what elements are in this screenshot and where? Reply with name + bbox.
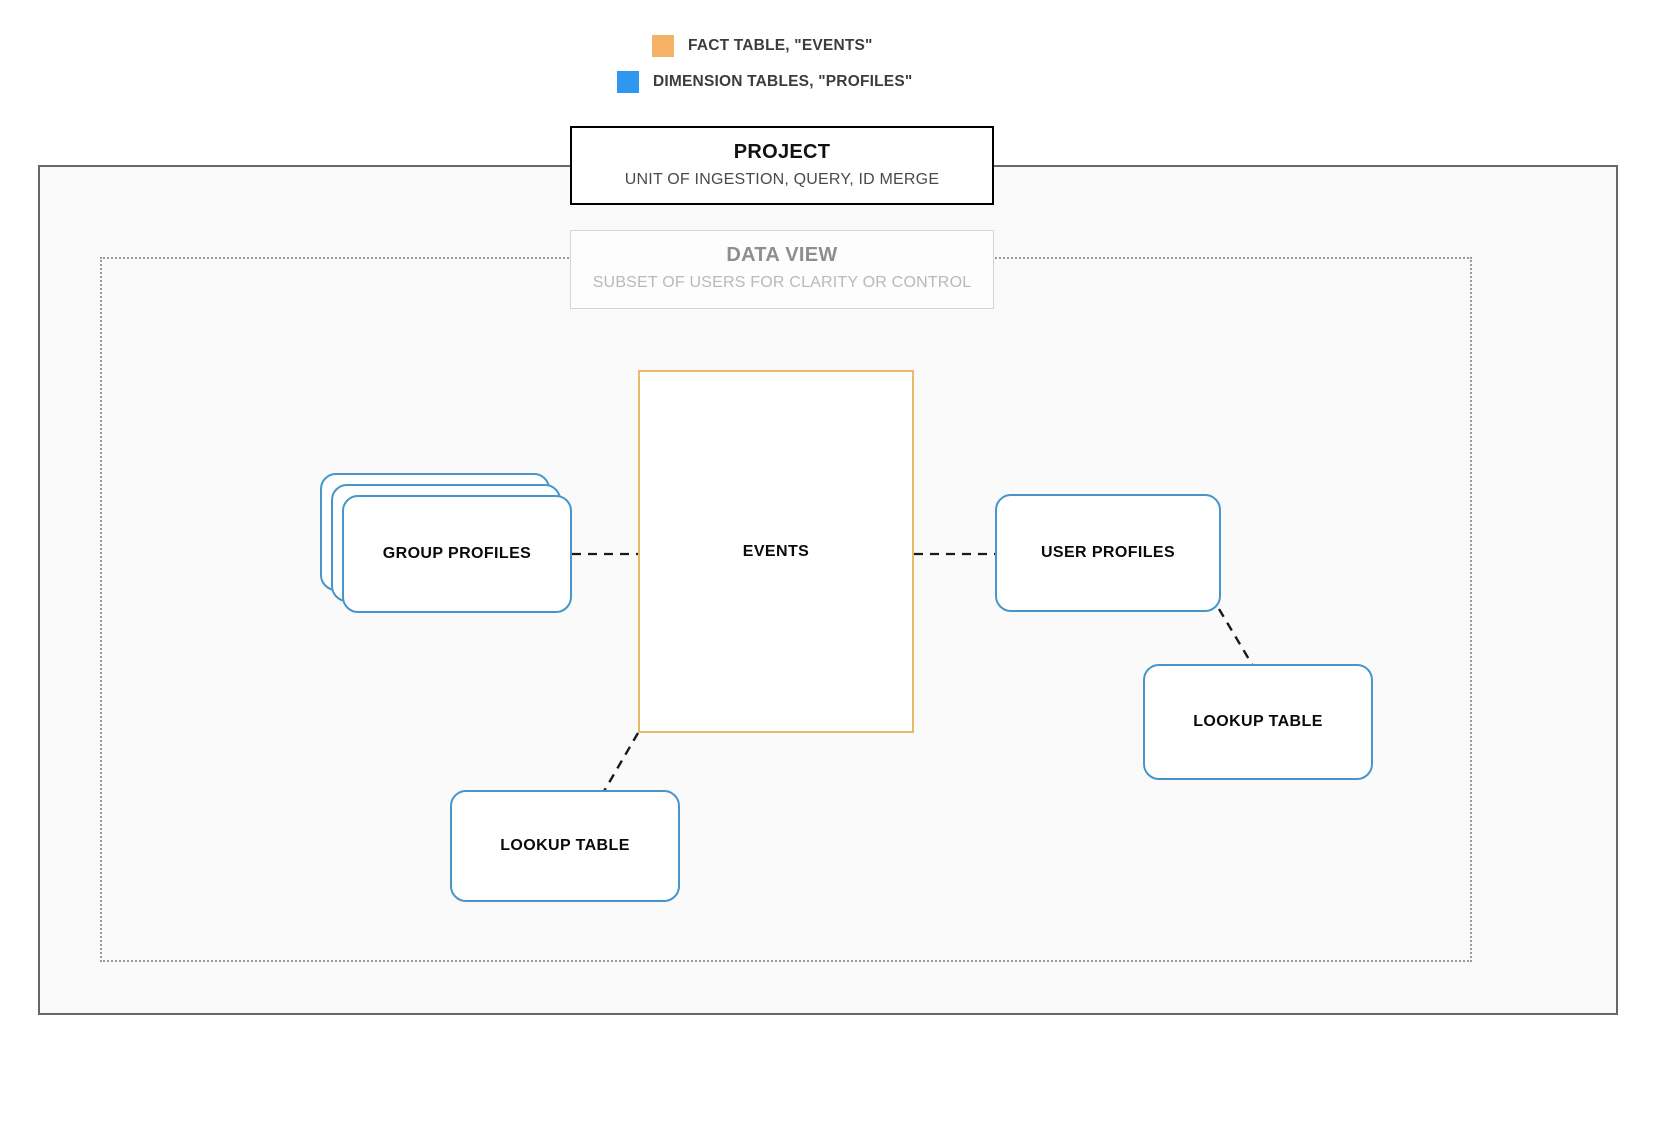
node-lookup-table-right[interactable]: LOOKUP TABLE [1143, 664, 1373, 780]
node-label-lookup-table-left: LOOKUP TABLE [500, 837, 630, 854]
node-label-group-profiles: GROUP PROFILES [382, 545, 532, 562]
legend-item-fact-table: FACT TABLE, "EVENTS" [652, 35, 873, 57]
node-group-profiles[interactable]: GROUP PROFILES [342, 495, 572, 613]
node-events[interactable]: EVENTS [638, 370, 914, 733]
node-label-lookup-table-right: LOOKUP TABLE [1193, 713, 1323, 730]
legend-label-dimension-tables: DIMENSION TABLES, "PROFILES" [653, 73, 913, 90]
node-user-profiles[interactable]: USER PROFILES [995, 494, 1221, 612]
legend-label-fact-table: FACT TABLE, "EVENTS" [688, 37, 873, 54]
data-view-title: DATA VIEW [726, 244, 838, 266]
legend-item-dimension-tables: DIMENSION TABLES, "PROFILES" [617, 71, 912, 93]
project-subtitle: UNIT OF INGESTION, QUERY, ID MERGE [624, 171, 940, 188]
node-label-events: EVENTS [742, 542, 810, 560]
data-view-subtitle: SUBSET OF USERS FOR CLARITY OR CONTROL [592, 274, 972, 291]
square-swatch-icon [617, 71, 639, 93]
node-label-user-profiles: USER PROFILES [1040, 544, 1176, 561]
data-view-header-box[interactable]: DATA VIEW SUBSET OF USERS FOR CLARITY OR… [570, 230, 994, 309]
project-title: PROJECT [733, 141, 831, 163]
node-lookup-table-left[interactable]: LOOKUP TABLE [450, 790, 680, 902]
project-header-box[interactable]: PROJECT UNIT OF INGESTION, QUERY, ID MER… [570, 126, 994, 205]
square-swatch-icon [652, 35, 674, 57]
